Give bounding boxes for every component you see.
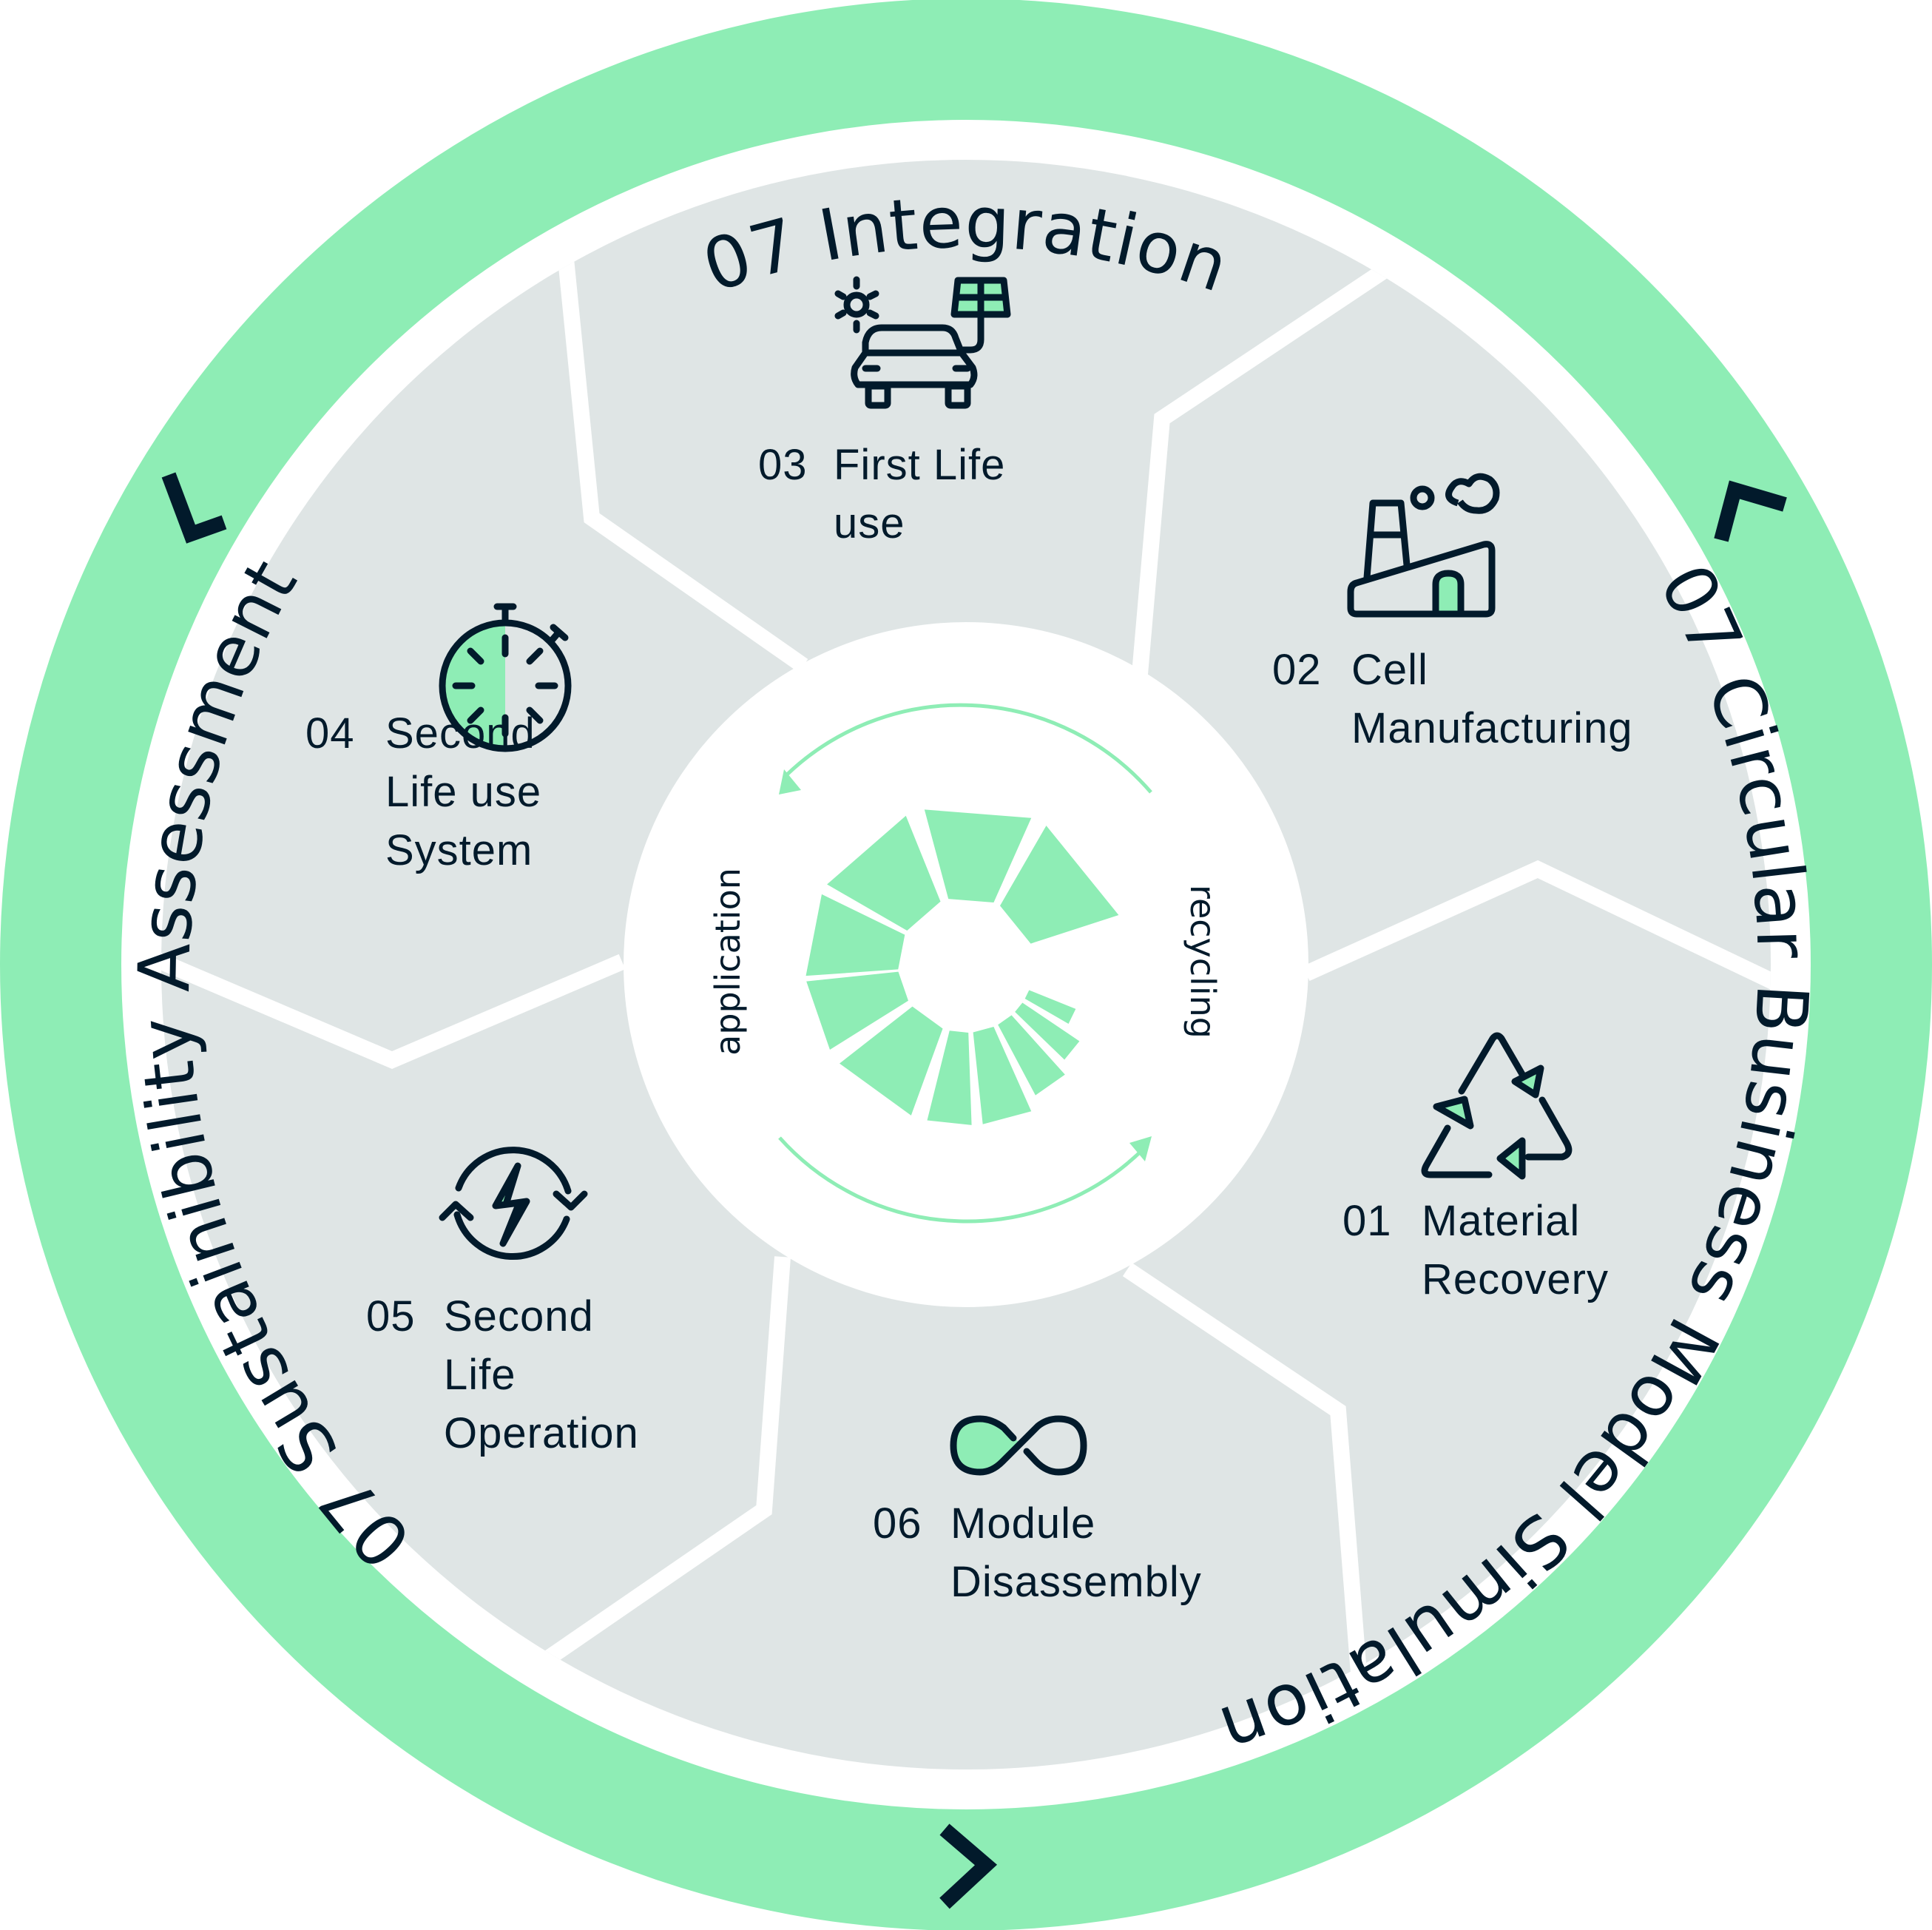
- infinity-icon: [950, 1415, 1087, 1476]
- svg-text:Disassembly: Disassembly: [950, 1558, 1202, 1606]
- stage-01-label: 01 Material Recovery: [1342, 1197, 1609, 1303]
- svg-text:Life use: Life use: [385, 768, 541, 816]
- donut-segment: [1000, 826, 1119, 944]
- arrow-top-arc: [785, 703, 1152, 794]
- arrow-bottom-head: [1129, 1136, 1152, 1161]
- center-circle: [624, 622, 1308, 1307]
- svg-text:Operation: Operation: [444, 1409, 639, 1457]
- stage-04-label: 04 Second Life use System: [305, 709, 541, 874]
- svg-text:04: 04: [305, 709, 355, 758]
- donut-segment: [827, 815, 941, 931]
- factory-icon: [1347, 473, 1500, 618]
- svg-text:use: use: [834, 499, 905, 547]
- chevron-up-left-icon: [1714, 480, 1787, 542]
- svg-text:Second: Second: [385, 709, 536, 758]
- stopwatch-icon: [439, 603, 572, 752]
- svg-text:06: 06: [873, 1499, 922, 1548]
- svg-text:Life: Life: [444, 1351, 516, 1399]
- svg-text:02: 02: [1272, 646, 1322, 694]
- chevron-left-icon: [161, 472, 227, 544]
- divider-04-05: [161, 945, 626, 1069]
- svg-text:03: 03: [758, 441, 808, 489]
- divider-02-03: [1132, 259, 1396, 675]
- svg-text:Module: Module: [950, 1499, 1095, 1548]
- donut-segment: [806, 971, 908, 1050]
- center-label-recycling: recycling: [1183, 885, 1223, 1039]
- svg-text:System: System: [385, 826, 533, 874]
- donut-segment: [998, 1015, 1065, 1096]
- energy-cycle-icon: [439, 1147, 588, 1261]
- donut-segment: [924, 809, 1032, 902]
- divider-03-04: [554, 220, 808, 673]
- donut-segment: [927, 1030, 972, 1125]
- donut-segment: [1015, 1002, 1080, 1060]
- svg-text:Second: Second: [444, 1292, 594, 1340]
- center-label-application: application: [708, 868, 748, 1056]
- stage-05-label: 05 Second Life Operation: [366, 1292, 639, 1457]
- recycle-icon: [1421, 1032, 1573, 1180]
- svg-text:First Life: First Life: [834, 441, 1005, 489]
- chevron-right-icon: [939, 1823, 998, 1909]
- divider-06-01: [1122, 1262, 1369, 1702]
- divider-05-06: [513, 1256, 791, 1687]
- donut-segment: [973, 1027, 1032, 1124]
- svg-text:Recovery: Recovery: [1422, 1255, 1609, 1303]
- arrow-top-head: [779, 769, 801, 794]
- donut-segment: [840, 1006, 943, 1116]
- stage-06-label: 06 Module Disassembly: [873, 1499, 1202, 1606]
- svg-text:01: 01: [1342, 1197, 1392, 1245]
- svg-text:Manufacturing: Manufacturing: [1351, 704, 1633, 752]
- stage-03-label: 03 First Life use: [758, 441, 1005, 547]
- center-donut: [805, 809, 1119, 1125]
- divider-01-02: [1303, 860, 1771, 997]
- svg-text:Material: Material: [1422, 1197, 1580, 1245]
- svg-text:05: 05: [366, 1292, 416, 1340]
- donut-segment: [1024, 990, 1076, 1024]
- donut-segment: [805, 894, 905, 976]
- solar-car-icon: [834, 276, 1011, 409]
- stage-02-label: 02 Cell Manufacturing: [1272, 646, 1633, 752]
- svg-text:Cell: Cell: [1351, 646, 1428, 694]
- arrow-bottom-arc: [778, 1136, 1146, 1224]
